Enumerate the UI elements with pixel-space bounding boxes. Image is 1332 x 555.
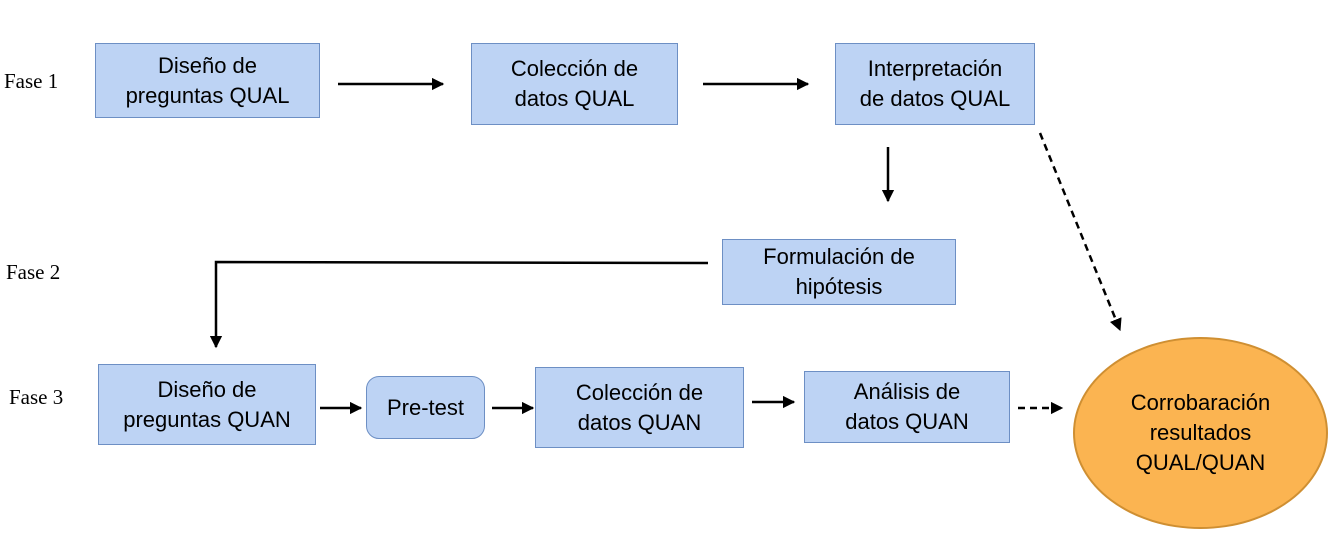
quan-data-collection-line2: datos QUAN: [577, 409, 702, 435]
qual-question-design-line2: preguntas QUAL: [125, 82, 290, 108]
dashed-arrow-interpretation-to-corroboration: [1038, 132, 1122, 332]
phase-2-label: Fase 2: [6, 260, 61, 284]
phase-3-label: Fase 3: [9, 385, 64, 409]
qual-data-collection-line2: datos QUAL: [514, 86, 635, 111]
quan-question-design-line2: preguntas QUAN: [123, 406, 291, 432]
qual-data-collection-line1: Colección de: [510, 56, 639, 81]
quan-data-collection-line1: Colección de: [575, 379, 704, 405]
qual-data-interpretation-box: Interpretación de datos QUAL: [835, 43, 1035, 125]
pretest-label: Pre-test: [386, 394, 465, 420]
quan-data-analysis-box: Análisis de datos QUAN: [804, 371, 1010, 443]
qual-data-interpretation-line1: Interpretación: [867, 56, 1003, 81]
arrow-hypothesis-to-quan-design: [209, 260, 709, 349]
corroboration-label: Corrobaración resultados QUAL/QUAN: [1130, 390, 1271, 475]
pretest-box: Pre-test: [366, 376, 485, 439]
quan-question-design-line1: Diseño de: [157, 376, 257, 402]
hypothesis-formulation-line2: hipótesis: [795, 274, 883, 299]
qual-data-collection-box: Colección de datos QUAL: [471, 43, 678, 125]
qual-quan-corroboration-ellipse: Corrobaración resultados QUAL/QUAN: [1073, 337, 1328, 529]
qual-data-interpretation-line2: de datos QUAL: [859, 86, 1011, 111]
quan-data-analysis-line1: Análisis de: [853, 379, 961, 404]
qual-question-design-box: Diseño de preguntas QUAL: [95, 43, 320, 118]
quan-data-collection-box: Colección de datos QUAN: [535, 367, 744, 448]
phase-1-label: Fase 1: [4, 69, 59, 93]
hypothesis-formulation-line1: Formulación de: [763, 244, 915, 269]
qual-question-design-line1: Diseño de: [157, 52, 258, 78]
hypothesis-formulation-box: Formulación de hipótesis: [722, 239, 956, 305]
quan-question-design-box: Diseño de preguntas QUAN: [98, 364, 316, 445]
quan-data-analysis-line2: datos QUAN: [845, 409, 969, 434]
